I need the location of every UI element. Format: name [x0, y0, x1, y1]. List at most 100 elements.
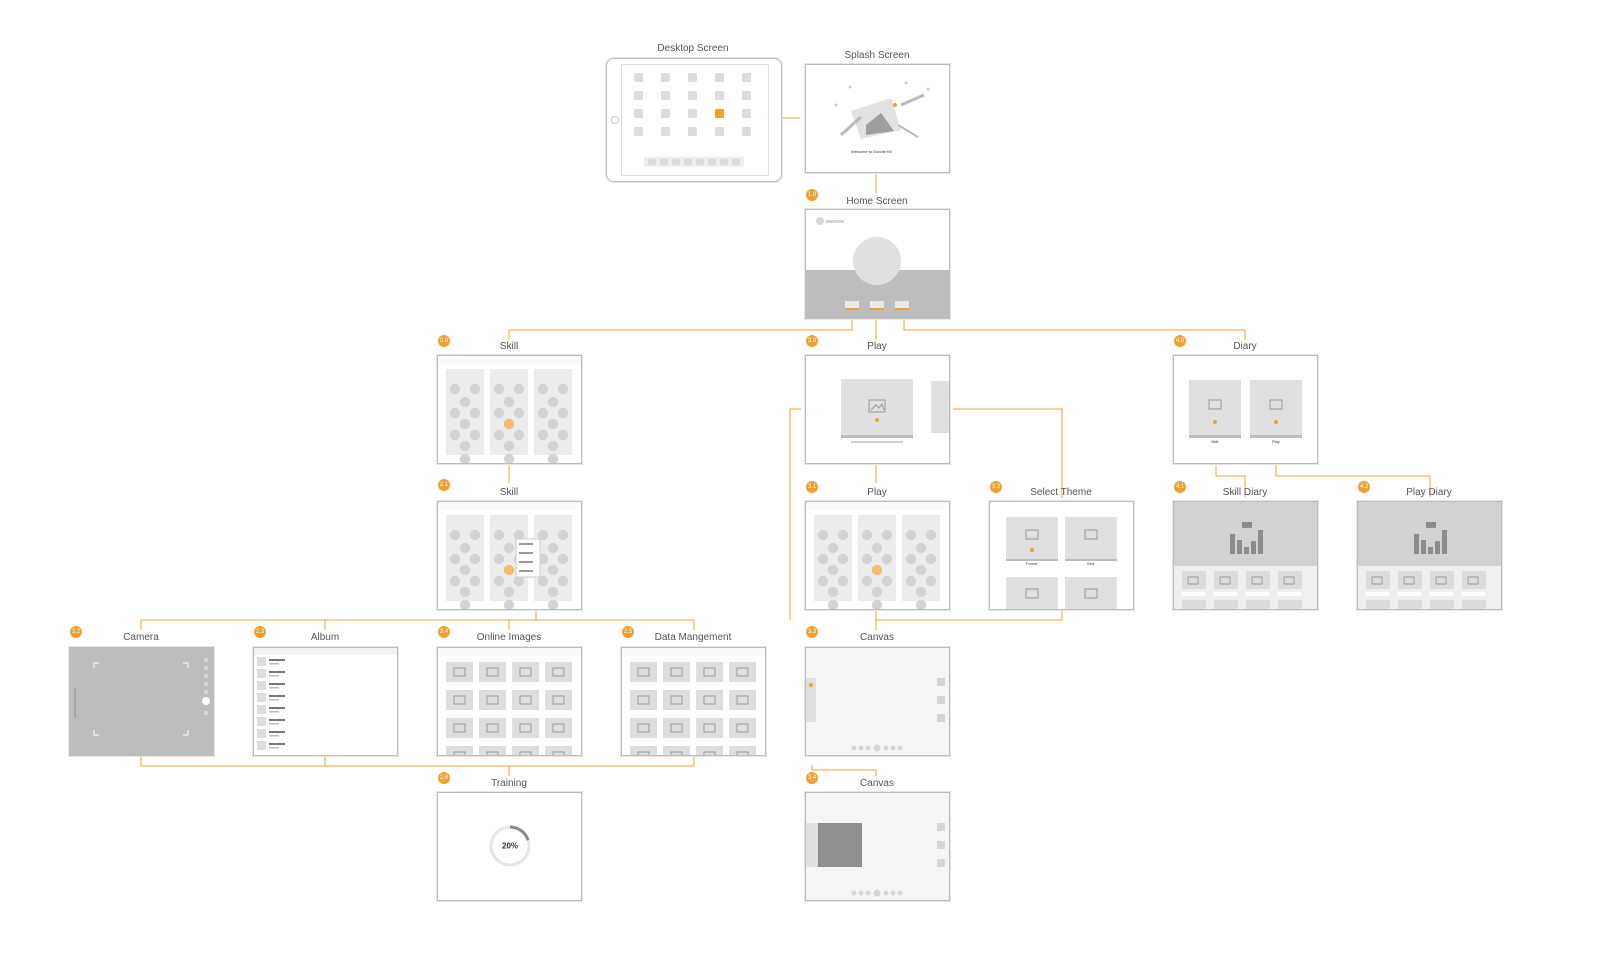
image-placeholder-icon: [670, 723, 683, 733]
home-avatar: [816, 217, 824, 225]
skill-node: [503, 599, 515, 609]
image-thumb: [1430, 571, 1454, 589]
image-thumb: [1430, 600, 1454, 609]
splash-screen-frame[interactable]: Welcome to Doodle Kit: [805, 64, 950, 173]
theme-card-2[interactable]: [1065, 517, 1117, 561]
online-screen-frame[interactable]: [437, 647, 582, 756]
album-screen-frame[interactable]: [253, 647, 398, 756]
image-placeholder-icon: [453, 695, 466, 705]
image-placeholder-icon: [519, 751, 532, 755]
diary-skill-card[interactable]: [1189, 380, 1241, 438]
online-image-grid: [438, 648, 581, 755]
canvas-sticker-preview[interactable]: [818, 823, 862, 867]
home-screen-frame[interactable]: [805, 209, 950, 319]
image-placeholder-icon: [868, 399, 886, 422]
connector-diary-playdiary: [1275, 463, 1431, 497]
skill-node: [469, 575, 481, 587]
home-name-bar: [826, 220, 844, 223]
image-thumb: [1182, 600, 1206, 609]
app-icon: [661, 73, 670, 82]
canvas-tray-open[interactable]: [806, 823, 818, 867]
image-placeholder-icon: [486, 695, 499, 705]
doodle-kit-app-icon: [715, 109, 724, 118]
home-diary-button[interactable]: [895, 301, 909, 310]
play-card[interactable]: [841, 379, 913, 438]
skill-node: [827, 542, 839, 554]
theme-card-1[interactable]: [1006, 517, 1058, 561]
skill-node: [861, 553, 873, 565]
thumb-caption: [1366, 592, 1390, 596]
skill-node: [503, 418, 515, 430]
app-icon: [742, 73, 751, 82]
skill-node: [817, 529, 829, 541]
app-icon: [715, 91, 724, 100]
diary-screen-frame[interactable]: Skill Play: [1173, 355, 1318, 464]
chart-bar: [1251, 541, 1256, 554]
canvas2-screen-frame[interactable]: [805, 792, 950, 901]
image-placeholder-icon: [453, 667, 466, 677]
image-tile: [512, 746, 539, 755]
image-placeholder-icon: [1467, 576, 1479, 585]
skill-node: [915, 586, 927, 598]
image-placeholder-icon: [1403, 576, 1415, 585]
skill-node: [547, 440, 559, 452]
image-placeholder-icon: [519, 723, 532, 733]
skill-node: [547, 396, 559, 408]
skill-popup-item: [519, 561, 533, 563]
skilldiary-screen-frame[interactable]: [1173, 501, 1318, 610]
image-thumb: [1246, 600, 1270, 609]
play-card-next[interactable]: [931, 381, 949, 433]
theme-card-3[interactable]: [1006, 577, 1058, 609]
theme-card-1-label: Forest: [1026, 561, 1038, 566]
diary-play-card[interactable]: [1250, 380, 1302, 438]
canvas-screen-frame[interactable]: [805, 647, 950, 756]
dock-icon: [732, 159, 740, 165]
skill-node: [905, 553, 917, 565]
connector-home-diary: [903, 318, 1246, 340]
desktop-screen-frame[interactable]: [606, 58, 782, 182]
skill-screen-frame[interactable]: [437, 355, 582, 464]
skill-node: [503, 586, 515, 598]
app-icon: [742, 127, 751, 136]
chart-bar: [1258, 530, 1263, 554]
theme-card-4[interactable]: [1065, 577, 1117, 609]
camera-viewfinder: [74, 658, 210, 736]
skill-node: [513, 529, 525, 541]
datamgmt-screen-frame[interactable]: [621, 647, 766, 756]
home-skill-button[interactable]: [845, 301, 859, 310]
canvas-screen-title: Canvas: [860, 632, 894, 643]
camera-screen-frame[interactable]: [69, 647, 214, 756]
skill-node: [915, 564, 927, 576]
online-screen-badge: 2.4: [438, 626, 450, 638]
app-icon: [715, 127, 724, 136]
image-placeholder-icon: [552, 667, 565, 677]
skill2-screen-frame[interactable]: [437, 501, 582, 610]
app-icon: [688, 127, 697, 136]
dock: [644, 157, 744, 167]
skill2-screen-badge: 2.1: [438, 479, 450, 491]
training-screen-frame[interactable]: 20%: [437, 792, 582, 901]
skill-node: [513, 429, 525, 441]
app-icon: [688, 109, 697, 118]
chart-bar: [1237, 540, 1242, 554]
theme-screen-badge: 3.2: [990, 481, 1002, 493]
image-tile: [545, 690, 572, 710]
play-screen-frame[interactable]: [805, 355, 950, 464]
album-thumb: [257, 741, 266, 750]
skill-node: [459, 542, 471, 554]
home-play-button[interactable]: [870, 301, 884, 310]
image-tile: [479, 662, 506, 682]
playdiary-screen-frame[interactable]: [1357, 501, 1502, 610]
skill-node: [827, 586, 839, 598]
theme-screen-frame[interactable]: Forest Sea: [989, 501, 1134, 610]
dock-icon: [708, 159, 716, 165]
diary-skill-label: Skill: [1211, 439, 1219, 444]
image-placeholder-icon: [1208, 399, 1222, 424]
home-screen-badge: 1.0: [806, 189, 818, 201]
skill-node: [503, 396, 515, 408]
skill-diary-chart: [1174, 502, 1317, 609]
play2-screen-frame[interactable]: [805, 501, 950, 610]
canvas-tray[interactable]: [806, 678, 816, 722]
thumb-caption: [1246, 592, 1270, 596]
skill2-screen-title: Skill: [499, 487, 519, 498]
